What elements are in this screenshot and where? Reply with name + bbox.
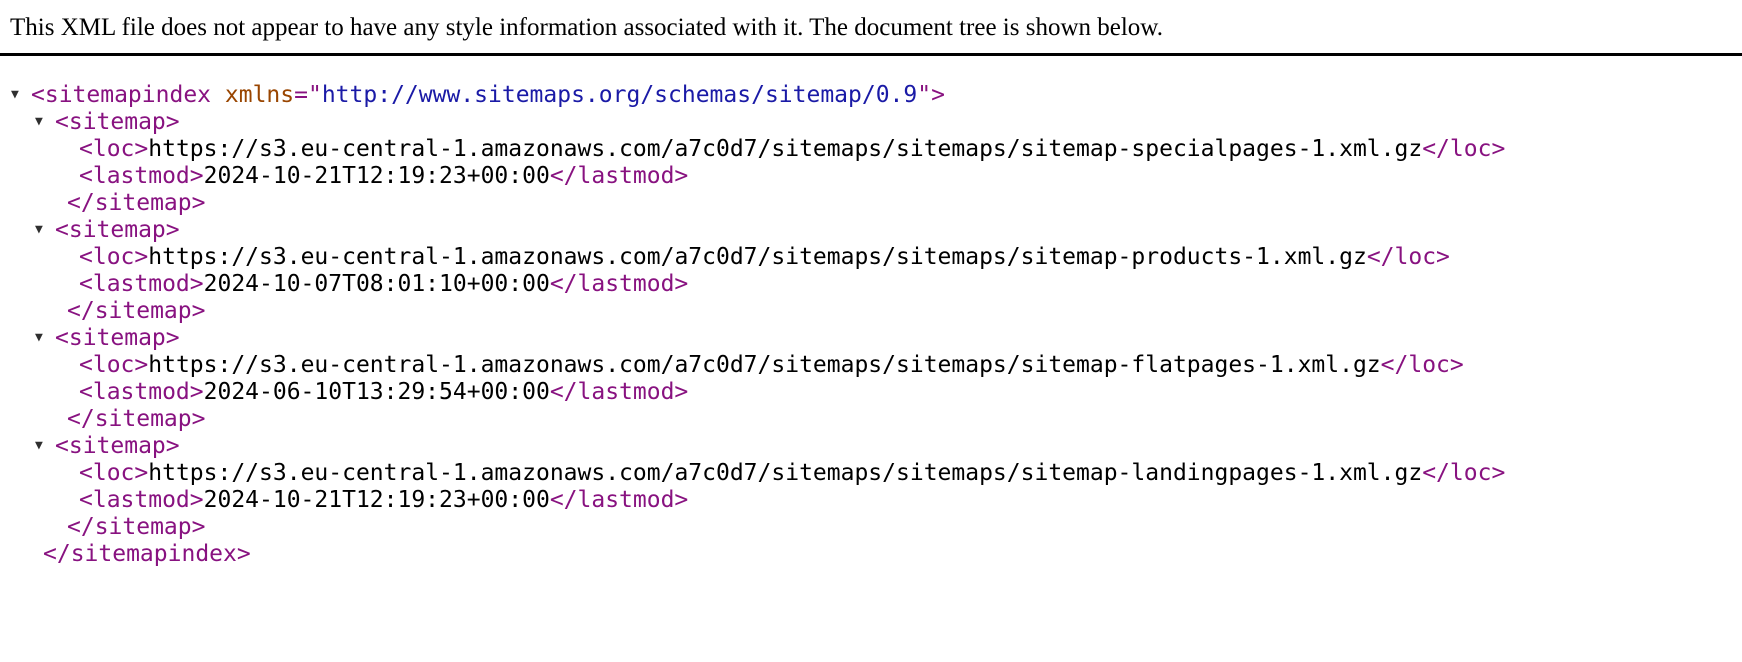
lastmod-line: <lastmod>2024-10-07T08:01:10+00:00</last…: [79, 271, 1734, 298]
lastmod-value: 2024-10-21T12:19:23+00:00: [203, 487, 550, 513]
loc-open-tag: <loc>: [79, 352, 149, 378]
lastmod-value: 2024-06-10T13:29:54+00:00: [203, 379, 550, 405]
loc-open-tag: <loc>: [79, 460, 149, 486]
loc-line: <loc>https://s3.eu-central-1.amazonaws.c…: [79, 460, 1734, 487]
lastmod-close-tag: </lastmod>: [549, 271, 689, 297]
collapse-arrow-icon[interactable]: ▼: [35, 438, 43, 453]
lastmod-open-tag: <lastmod>: [79, 487, 204, 513]
xmlns-attr-name: xmlns: [224, 82, 295, 108]
sitemap-open-line: ▼ <sitemap>: [35, 433, 1734, 460]
sitemap-open-line: ▼ <sitemap>: [35, 325, 1734, 352]
lastmod-value: 2024-10-07T08:01:10+00:00: [203, 271, 550, 297]
sitemap-open-line: ▼ <sitemap>: [35, 109, 1734, 136]
loc-line: <loc>https://s3.eu-central-1.amazonaws.c…: [79, 244, 1734, 271]
loc-value: https://s3.eu-central-1.amazonaws.com/a7…: [148, 352, 1381, 378]
sitemap-open-line: ▼ <sitemap>: [35, 217, 1734, 244]
sitemap-close-tag: </sitemap>: [67, 190, 206, 216]
lastmod-line: <lastmod>2024-10-21T12:19:23+00:00</last…: [79, 487, 1734, 514]
sitemap-close-line: </sitemap>: [67, 514, 1734, 541]
sitemap-node: ▼ <sitemap> <loc>https://s3.eu-central-1.…: [35, 433, 1734, 541]
sitemap-close-line: </sitemap>: [67, 298, 1734, 325]
sitemapindex-node: ▼ <sitemapindex xmlns="http://www.sitemap…: [11, 82, 1734, 568]
xmlns-attr-value: http://www.sitemaps.org/schemas/sitemap/…: [321, 82, 918, 108]
sitemapindex-open-tag: <sitemapindex: [31, 82, 225, 108]
lastmod-close-tag: </lastmod>: [549, 487, 689, 513]
sitemap-node: ▼ <sitemap> <loc>https://s3.eu-central-1.…: [35, 325, 1734, 433]
sitemap-close-line: </sitemap>: [67, 190, 1734, 217]
lastmod-value: 2024-10-21T12:19:23+00:00: [203, 163, 550, 189]
sitemap-open-tag: <sitemap>: [55, 217, 180, 243]
sitemapindex-close-tag: </sitemapindex>: [43, 541, 251, 567]
lastmod-close-tag: </lastmod>: [549, 379, 689, 405]
loc-close-tag: </loc>: [1366, 244, 1450, 270]
collapse-arrow-icon[interactable]: ▼: [11, 87, 19, 102]
collapse-arrow-icon[interactable]: ▼: [35, 222, 43, 237]
sitemapindex-open-line: ▼ <sitemapindex xmlns="http://www.sitemap…: [11, 82, 1734, 109]
loc-value: https://s3.eu-central-1.amazonaws.com/a7…: [148, 244, 1367, 270]
lastmod-line: <lastmod>2024-06-10T13:29:54+00:00</last…: [79, 379, 1734, 406]
sitemap-open-tag: <sitemap>: [55, 433, 180, 459]
sitemap-close-tag: </sitemap>: [67, 406, 206, 432]
sitemap-open-tag: <sitemap>: [55, 325, 180, 351]
loc-value: https://s3.eu-central-1.amazonaws.com/a7…: [148, 136, 1423, 162]
lastmod-close-tag: </lastmod>: [549, 163, 689, 189]
sitemap-close-line: </sitemap>: [67, 406, 1734, 433]
sitemapindex-close-line: </sitemapindex>: [43, 541, 1734, 568]
sitemap-open-tag: <sitemap>: [55, 109, 180, 135]
loc-value: https://s3.eu-central-1.amazonaws.com/a7…: [148, 460, 1423, 486]
sitemap-close-tag: </sitemap>: [67, 298, 206, 324]
loc-open-tag: <loc>: [79, 136, 149, 162]
lastmod-open-tag: <lastmod>: [79, 379, 204, 405]
loc-open-tag: <loc>: [79, 244, 149, 270]
lastmod-line: <lastmod>2024-10-21T12:19:23+00:00</last…: [79, 163, 1734, 190]
sitemap-node: ▼ <sitemap> <loc>https://s3.eu-central-1.…: [35, 217, 1734, 325]
lastmod-open-tag: <lastmod>: [79, 163, 204, 189]
sitemap-node: ▼ <sitemap> <loc>https://s3.eu-central-1.…: [35, 109, 1734, 217]
sitemap-close-tag: </sitemap>: [67, 514, 206, 540]
sitemap-children: <loc>https://s3.eu-central-1.amazonaws.c…: [79, 352, 1734, 406]
no-style-info-banner: This XML file does not appear to have an…: [0, 0, 1742, 56]
xml-tree: ▼ <sitemapindex xmlns="http://www.sitemap…: [0, 56, 1742, 588]
sitemap-children: <loc>https://s3.eu-central-1.amazonaws.c…: [79, 460, 1734, 514]
attr-equals-quote: =": [294, 82, 322, 108]
sitemap-children: <loc>https://s3.eu-central-1.amazonaws.c…: [79, 136, 1734, 190]
loc-close-tag: </loc>: [1380, 352, 1464, 378]
sitemapindex-children: ▼<sitemap> <loc>https://s3.eu-central-1.…: [35, 109, 1734, 541]
attr-quote-gt: ">: [917, 82, 945, 108]
loc-close-tag: </loc>: [1422, 136, 1506, 162]
collapse-arrow-icon[interactable]: ▼: [35, 330, 43, 345]
loc-line: <loc>https://s3.eu-central-1.amazonaws.c…: [79, 352, 1734, 379]
collapse-arrow-icon[interactable]: ▼: [35, 114, 43, 129]
loc-line: <loc>https://s3.eu-central-1.amazonaws.c…: [79, 136, 1734, 163]
sitemap-children: <loc>https://s3.eu-central-1.amazonaws.c…: [79, 244, 1734, 298]
lastmod-open-tag: <lastmod>: [79, 271, 204, 297]
loc-close-tag: </loc>: [1422, 460, 1506, 486]
